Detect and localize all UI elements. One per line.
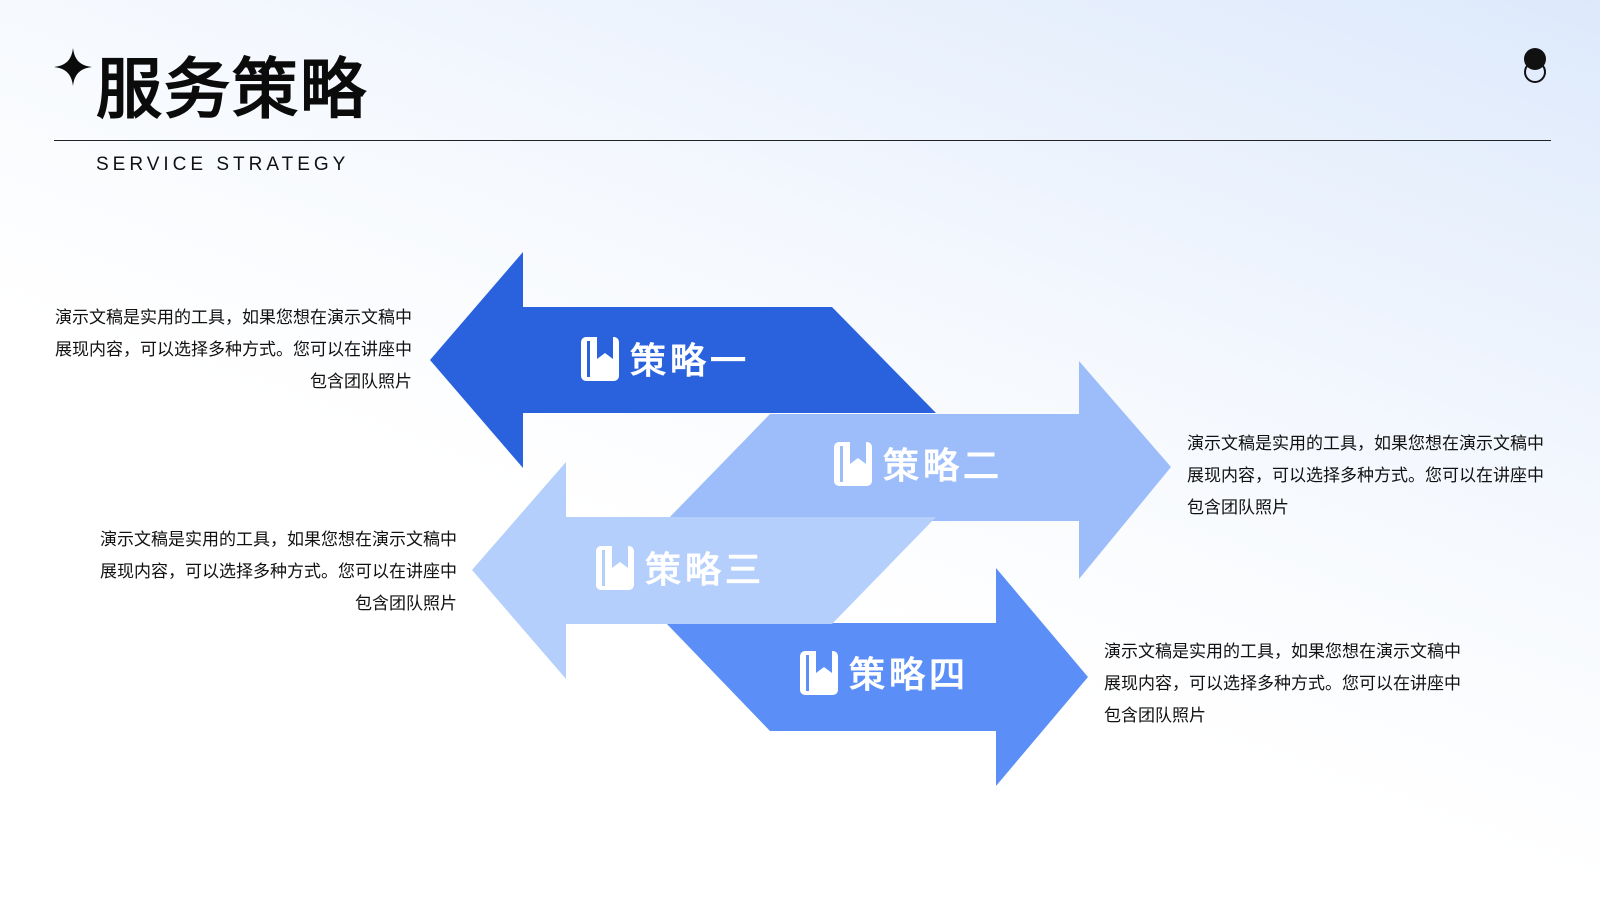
book-icon <box>581 337 619 381</box>
strategy-3-label-group: 策略三 <box>596 546 765 591</box>
arrow-strategy-2 <box>666 361 1171 579</box>
strategy-4-label: 策略四 <box>849 655 969 696</box>
pin-icon <box>1524 48 1546 83</box>
page-title: 服务策略 <box>96 51 368 128</box>
arrow-strategy-3 <box>472 462 936 679</box>
title-divider <box>54 140 1551 141</box>
strategy-3-description: 演示文稿是实用的工具，如果您想在演示文稿中展现内容，可以选择多种方式。您可以在讲… <box>100 530 457 614</box>
book-icon <box>834 442 872 486</box>
strategy-2-label: 策略二 <box>883 446 1003 487</box>
strategy-1-description: 演示文稿是实用的工具，如果您想在演示文稿中展现内容，可以选择多种方式。您可以在讲… <box>55 308 412 392</box>
arrow-strategy-4 <box>666 568 1088 786</box>
arrow-strategy-1 <box>430 252 936 468</box>
strategy-2-description: 演示文稿是实用的工具，如果您想在演示文稿中展现内容，可以选择多种方式。您可以在讲… <box>1187 434 1544 518</box>
strategy-4-label-group: 策略四 <box>800 651 969 696</box>
sparkle-icon <box>54 48 92 86</box>
strategy-1-label: 策略一 <box>630 341 750 382</box>
book-icon <box>596 546 634 590</box>
strategy-4-description: 演示文稿是实用的工具，如果您想在演示文稿中展现内容，可以选择多种方式。您可以在讲… <box>1104 642 1461 726</box>
strategy-3-label: 策略三 <box>645 550 765 591</box>
strategy-1-label-group: 策略一 <box>581 337 750 382</box>
book-icon <box>800 651 838 695</box>
strategy-2-label-group: 策略二 <box>834 442 1003 487</box>
page-subtitle: SERVICE STRATEGY <box>96 154 350 175</box>
